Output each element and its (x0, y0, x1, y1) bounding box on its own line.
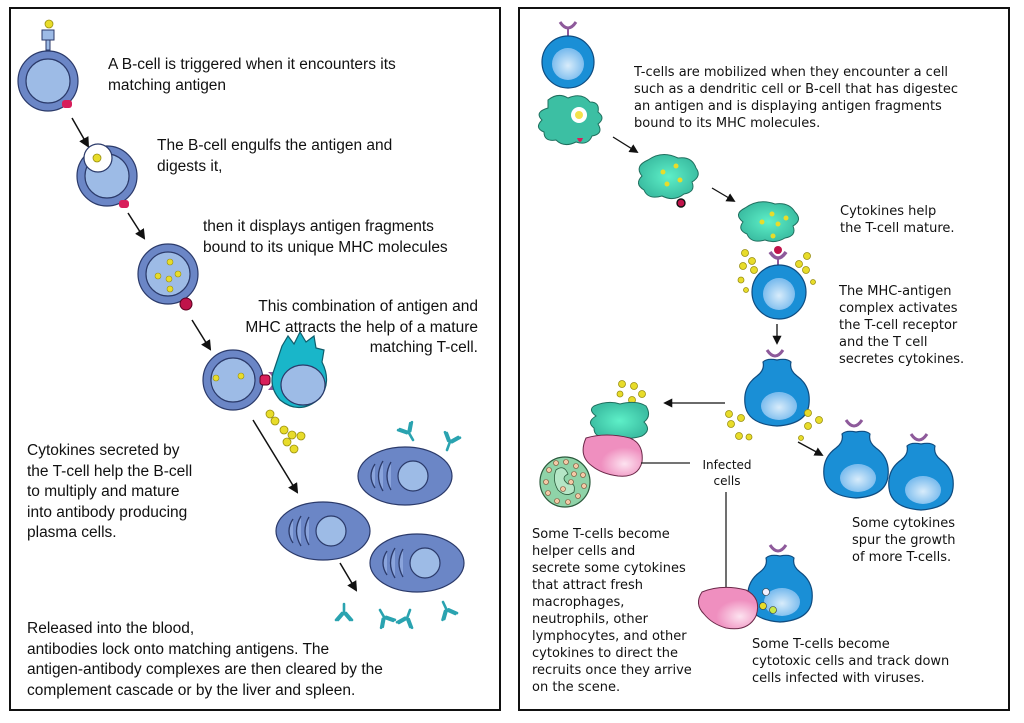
infected-cells-label: Infected cells (702, 458, 752, 488)
b-cell-icon (17, 29, 79, 112)
plasma-cell-icon (357, 446, 453, 506)
arrow-icon (127, 212, 146, 240)
infected-cell-icon (582, 434, 643, 477)
arrow-icon (339, 562, 358, 592)
step-text-growth: Some cytokines spur the growth of more T… (852, 516, 956, 565)
arrow-icon (797, 441, 824, 456)
arrow-icon (191, 319, 212, 351)
b-cell-fragments-icon (137, 243, 199, 311)
t-cell-icon (541, 21, 595, 89)
plasma-cell-icon (275, 501, 371, 561)
engulfing-b-cell-icon (76, 143, 138, 208)
plasma-cell-icon (369, 533, 465, 593)
step-text-cytokines: Cytokines secreted by the T-cell help th… (27, 442, 193, 541)
antibody-icon (334, 602, 354, 622)
step-text-cytotoxic: Some T-cells become cytotoxic cells and … (752, 637, 950, 686)
dendritic-cell-icon (638, 154, 699, 208)
b-t-cell-binding-icon (202, 330, 328, 411)
arrow-icon (71, 117, 90, 148)
dendritic-cell-icon (538, 94, 603, 146)
t-cell-clone-icon (823, 419, 889, 499)
step-text-released: Released into the blood, antibodies lock… (27, 620, 383, 699)
arrow-icon (711, 187, 736, 202)
activated-t-cell-icon (744, 349, 810, 427)
t-cell-clone-icon (888, 433, 954, 511)
step-text-attract: This combination of antigen and MHC attr… (245, 298, 478, 356)
step-text-engulf: The B-cell engulfs the antigen and diges… (157, 137, 393, 175)
antibody-icon (395, 605, 419, 630)
antibody-icon (434, 597, 459, 622)
step-text-display: then it displays antigen fragments bound… (203, 218, 448, 256)
cytokines-icon (616, 380, 823, 441)
infected-cell-icon (698, 586, 777, 630)
arrow-icon (612, 136, 639, 153)
step-text-mature: Cytokines help the T-cell mature. (840, 204, 955, 236)
antibody-icon (438, 430, 462, 455)
cytokines-icon (265, 409, 306, 454)
cytotoxic-t-cell-icon (747, 544, 813, 623)
macrophage-icon (590, 401, 650, 440)
dendritic-t-cell-binding-icon (738, 201, 807, 320)
antigen-icon (44, 19, 54, 29)
arrow-icon (252, 419, 299, 494)
step-text-mobilized: T-cells are mobilized when they encounte… (634, 65, 959, 131)
cytokines-icon (737, 249, 816, 293)
step-text-trigger: A B-cell is triggered when it encounters… (108, 56, 396, 94)
antibody-icon (396, 420, 422, 446)
step-text-helper: Some T-cells become helper cells and sec… (532, 527, 692, 695)
step-text-activates: The MHC-antigen complex activates the T-… (839, 284, 965, 367)
neutrophil-icon (539, 456, 591, 508)
